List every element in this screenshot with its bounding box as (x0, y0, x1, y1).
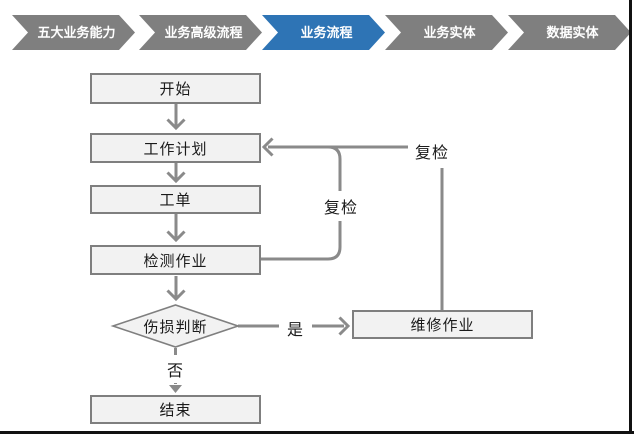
node-start: 开始 (90, 73, 261, 104)
edge-label-no: 否 (159, 355, 193, 383)
edge-recheck-arrowhead (261, 137, 274, 157)
page-frame-bottom-rule (0, 431, 634, 434)
nav-step-data-entity[interactable]: 数据实体 (508, 15, 631, 50)
edge-start-workplan-arrowhead (166, 118, 186, 131)
edge-yes-arrowhead (338, 316, 351, 336)
edge-recheck-outer (403, 145, 444, 310)
edge-inspection-decision-arrowhead (166, 289, 186, 302)
node-work-order: 工单 (90, 185, 261, 214)
node-work-plan: 工作计划 (90, 133, 261, 163)
edge-label-recheck-inner: 复检 (318, 191, 365, 221)
edge-workplan-workorder-arrowhead (166, 171, 186, 184)
node-inspection-job: 检测作业 (90, 245, 261, 275)
edge-no-arrowhead (169, 385, 182, 393)
nav-step-five-capabilities[interactable]: 五大业务能力 (12, 15, 135, 50)
edge-label-yes: 是 (279, 314, 313, 342)
nav-step-business-process-active[interactable]: 业务流程 (262, 15, 385, 50)
node-repair-job: 维修作业 (352, 310, 533, 339)
edge-label-recheck-outer: 复检 (408, 134, 457, 168)
edge-recheck-inner-loop (261, 145, 342, 261)
node-end: 结束 (90, 395, 261, 424)
node-damage-judgment: 伤损判断 (143, 318, 208, 336)
nav-step-high-level-process[interactable]: 业务高级流程 (139, 15, 262, 50)
decision-diamond-shape (110, 304, 241, 348)
nav-step-business-entity[interactable]: 业务实体 (385, 15, 508, 50)
edge-workorder-inspection-arrowhead (166, 230, 186, 243)
page-frame-right-rule (629, 0, 632, 434)
